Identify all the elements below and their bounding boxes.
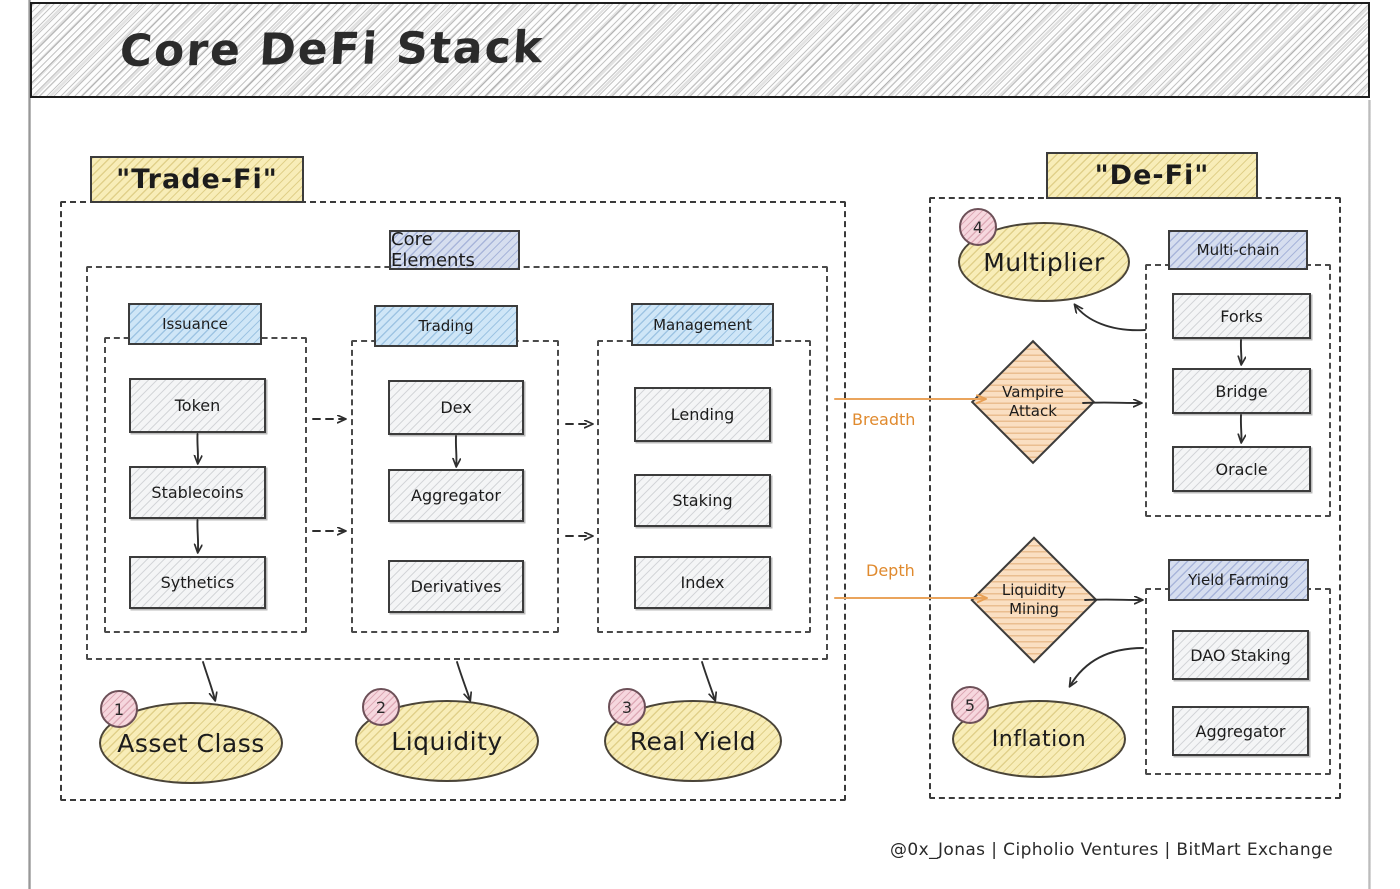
diamond-vampire-attack-label: Vampire Attack	[989, 358, 1077, 446]
diamond-line-1: Liquidity	[1001, 581, 1067, 600]
node-dex[interactable]: Dex	[388, 380, 524, 435]
node-staking[interactable]: Staking	[634, 474, 771, 527]
node-derivatives[interactable]: Derivatives	[388, 560, 524, 613]
badge-4: 4	[959, 208, 997, 246]
badge-1: 1	[100, 690, 138, 728]
page-left-rule	[28, 0, 31, 889]
trade-fi-outer-frame	[60, 201, 846, 801]
node-lending[interactable]: Lending	[634, 387, 771, 442]
footer-credit: @0x_Jonas | Cipholio Ventures | BitMart …	[890, 840, 1334, 860]
group-header-yield-farming: Yield Farming	[1168, 559, 1309, 601]
badge-2: 2	[362, 688, 400, 726]
node-oracle[interactable]: Oracle	[1172, 446, 1311, 492]
node-sythetics[interactable]: Sythetics	[129, 556, 266, 609]
node-dao-staking[interactable]: DAO Staking	[1172, 630, 1309, 680]
core-elements-label: Core Elements	[389, 229, 520, 271]
edge-label-depth: Depth	[866, 561, 915, 580]
diamond-line-2: Mining	[1009, 600, 1059, 618]
node-forks[interactable]: Forks	[1172, 293, 1311, 339]
trade-fi-label: "Trade-Fi"	[90, 156, 304, 203]
badge-5: 5	[951, 686, 989, 724]
group-header-management: Management	[631, 303, 774, 346]
page-right-rule	[1368, 100, 1371, 889]
diamond-liquidity-mining-label: Liquidity Mining	[989, 555, 1079, 645]
group-header-trading: Trading	[374, 305, 518, 347]
page-title: Core DeFi Stack	[118, 22, 546, 77]
title-banner: Core DeFi Stack	[30, 2, 1370, 98]
node-aggregator[interactable]: Aggregator	[388, 469, 524, 522]
badge-3: 3	[608, 688, 646, 726]
de-fi-label: "De-Fi"	[1046, 152, 1258, 199]
group-header-multi-chain: Multi-chain	[1168, 230, 1308, 270]
diamond-line-2: Attack	[1009, 402, 1057, 420]
node-bridge[interactable]: Bridge	[1172, 368, 1311, 414]
diamond-line-1: Vampire	[1002, 383, 1064, 402]
group-header-issuance: Issuance	[128, 303, 262, 345]
node-token[interactable]: Token	[129, 378, 266, 433]
node-aggregator-right[interactable]: Aggregator	[1172, 706, 1309, 756]
node-stablecoins[interactable]: Stablecoins	[129, 466, 266, 519]
edge-label-breadth: Breadth	[852, 410, 916, 429]
node-index[interactable]: Index	[634, 556, 771, 609]
